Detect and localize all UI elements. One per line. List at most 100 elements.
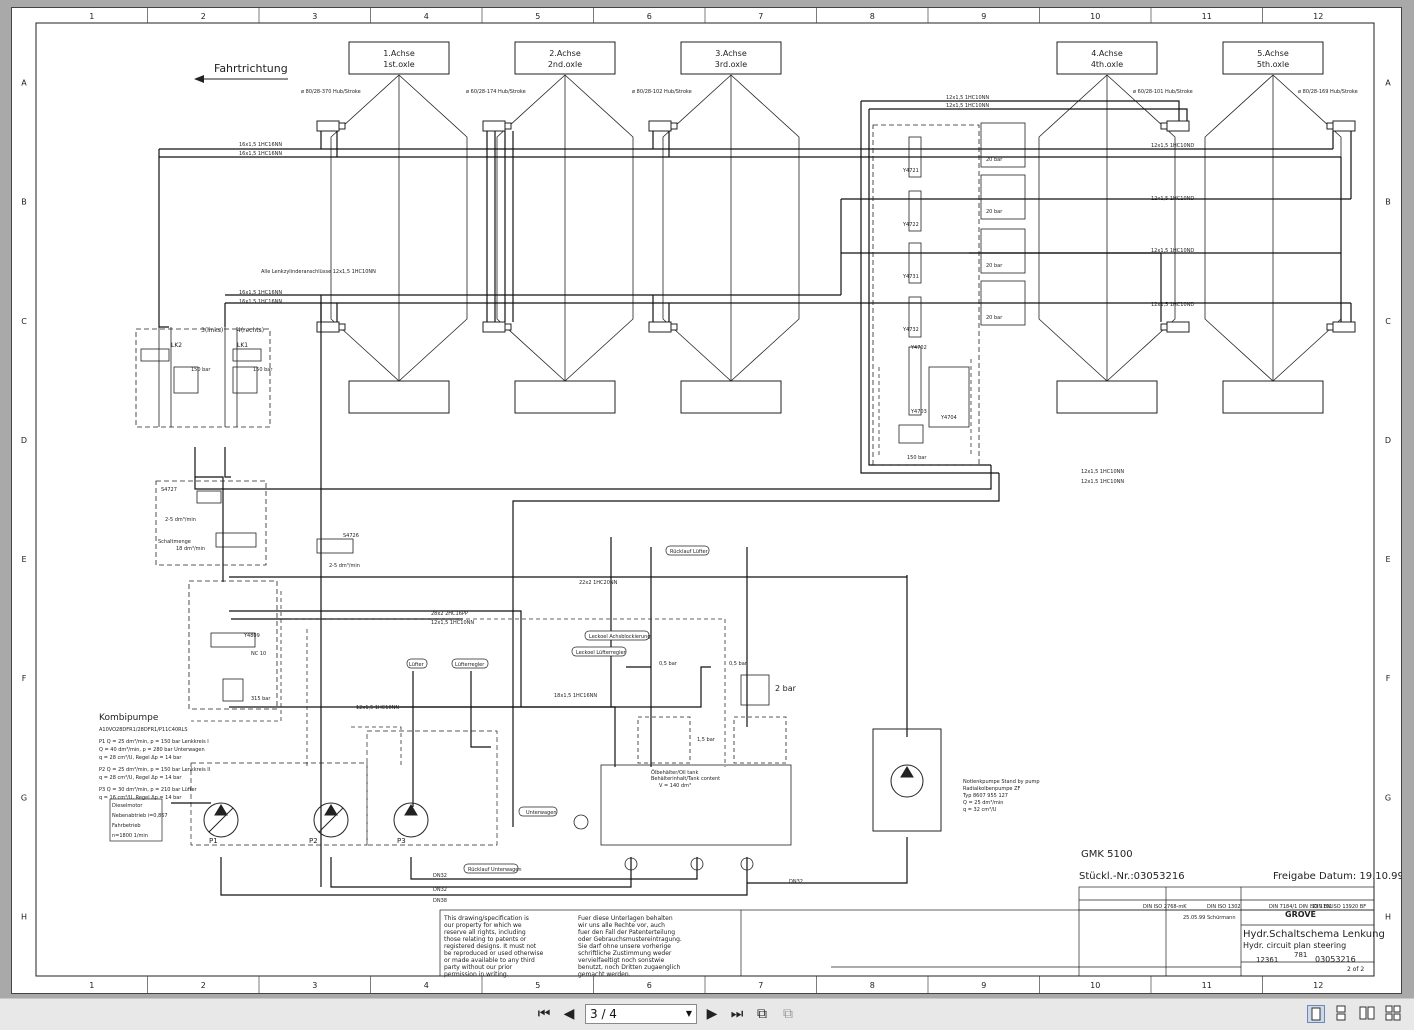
emergency-pump-line: q = 32 cm³/U (963, 807, 997, 813)
drawing-number: 03053216 (1315, 955, 1356, 964)
continuous-view-icon[interactable] (1333, 1005, 1351, 1023)
pump-spec-lines: P1 Q = 25 dm³/min, p = 150 bar Lenkkreis… (99, 739, 210, 801)
all-connections-label: Alle Lenkzylinderanschlüsse 12x1,5 1HC10… (261, 269, 376, 275)
y4731-label: Y4731 (902, 274, 919, 280)
callout-unterwagen: Unterwagen (526, 810, 557, 816)
title-block: GMK 5100 Stückl.-Nr.:03053216 Freigabe D… (439, 849, 1402, 978)
rotate-icon[interactable]: ⧉ (757, 1006, 767, 1022)
page-select[interactable]: 3 / 4 ▼ (585, 1004, 697, 1024)
grid-column-label: 5 (535, 12, 540, 21)
pump-spec-line: q = 28 cm³/U, Regel Δp = 14 bar (99, 755, 182, 761)
s4727-flow: 2-5 dm³/min (165, 517, 196, 523)
title-german: Hydr.Schaltschema Lenkung (1243, 929, 1385, 940)
two-page-continuous-view-icon[interactable] (1385, 1005, 1403, 1023)
diesel-spec-line: Nebenabtrieb i=0,867 (112, 813, 168, 819)
pipe-label-12b: 12x1,5 1HC10NN (431, 620, 474, 626)
pipe-label-16b: 16x1,5 1HC16NN (239, 151, 282, 157)
disclaimer-de-line: Sie darf ohne unsere vorherige (578, 943, 671, 950)
lk2-label: LK2 (171, 342, 182, 349)
axle-2-subtitle: 2nd.oxle (548, 60, 582, 69)
grid-row-label: F (1386, 674, 1391, 683)
filter-pressure: 2 bar (775, 684, 797, 693)
direction-label: Fahrtrichtung (214, 62, 288, 75)
emergency-pump-line: Radialkolbenpumpe ZF (963, 786, 1021, 792)
relief-2: 20 bar (986, 209, 1003, 215)
pipe-label-dn32b: DN32 (433, 887, 447, 893)
grid-column-label: 8 (870, 981, 875, 990)
disclaimer-en-line: registered designs. It must not (444, 943, 537, 950)
relief-3: 20 bar (986, 263, 1003, 269)
pipe-label-12-r2: 12x1,5 1HC10ND (1151, 196, 1194, 202)
grid-column-label: 1 (89, 981, 94, 990)
axle-1: 1.Achse 1st.oxle ø 80/28-370 Hub/Stroke (301, 41, 468, 414)
first-page-icon[interactable]: ⏮ (537, 1006, 551, 1022)
disclaimer-en-line: permission in writing. (444, 971, 509, 978)
grid-column-label: 11 (1202, 981, 1212, 990)
oil-tank: Ölbehälter/Oil tank Behälterinhalt/Tank … (573, 674, 792, 871)
pipe-label-16d: 16x1,5 1HC16NN (239, 299, 282, 305)
page-select-value: 3 / 4 (590, 1007, 617, 1021)
diesel-spec-line: Dieselmotor (112, 803, 143, 809)
y4809-block: Y4809 NC 10 315 bar (188, 580, 278, 710)
standard-3: DIN 7184/1 DIN ISO 1101 (1269, 904, 1332, 910)
grid-row-label: F (22, 674, 27, 683)
callout-leckoel-lufter: Leckoel Lüfterregler (576, 650, 627, 656)
single-page-view-icon[interactable] (1307, 1005, 1325, 1023)
pump-title: Kombipumpe (99, 713, 159, 723)
pump-p1-label: P1 (209, 837, 218, 845)
grid-row-label: B (21, 198, 27, 207)
grid-column-label: 5 (535, 981, 540, 990)
y4704-label: Y4704 (940, 415, 957, 421)
axle-5-title: 5.Achse (1257, 49, 1289, 58)
axle-4-cylinder: ø 60/28-101 Hub/Stroke (1133, 89, 1193, 95)
direction-arrow: Fahrtrichtung (194, 62, 288, 83)
axle-2-cylinder: ø 60/28-174 Hub/Stroke (466, 89, 526, 95)
last-page-icon[interactable]: ⏭ (730, 1006, 744, 1022)
grid-column-label: 7 (758, 981, 763, 990)
emergency-pump: Notlenkpumpe Stand by pumpRadialkolbenpu… (872, 728, 1040, 832)
pipe-label-18: 18x1,5 1HC16NN (554, 693, 597, 699)
grid-row-label: G (1385, 793, 1391, 802)
previous-page-icon[interactable]: ◀ (563, 1006, 575, 1022)
pump-spec-line: P3 Q = 30 dm³/min, p = 210 bar Lüfter (99, 787, 198, 793)
standard-2: DIN ISO 1302 (1207, 904, 1241, 910)
disclaimer-de-line: schriftliche Zustimmung weder (578, 950, 672, 957)
grid-column-label: 3 (312, 981, 317, 990)
disclaimer-de-line: oder Gebrauchsmustereintragung. (578, 936, 682, 943)
disclaimer-de-line: fuer den Fall der Patenterteilung (578, 929, 675, 936)
lk-valve-block (135, 327, 271, 428)
next-page-icon[interactable]: ▶ (706, 1006, 718, 1022)
s4726-flow: 2-5 dm³/min (329, 563, 360, 569)
standard-1: DIN ISO 2768-mK (1143, 904, 1187, 910)
axle-2: 2.Achse 2nd.oxle ø 60/28-174 Hub/Stroke (466, 41, 634, 414)
grid-column-label: 10 (1090, 981, 1100, 990)
pipe-label-16a: 16x1,5 1HC16NN (239, 142, 282, 148)
machine-model: GMK 5100 (1081, 849, 1133, 860)
title-english: Hydr. circuit plan steering (1243, 941, 1346, 950)
pump-spec-line: P1 Q = 25 dm³/min, p = 150 bar Lenkkreis… (99, 739, 209, 745)
disclaimer-en-line: our property for which we (444, 922, 522, 929)
two-page-view-icon[interactable] (1359, 1005, 1377, 1023)
rechts-label: 4(rechts) (237, 327, 264, 334)
disclaimer-de-line: vervielfaeltigt noch sonstwie (578, 957, 665, 964)
pipe-label-16c: 16x1,5 1HC16NN (239, 290, 282, 296)
pipe-label-dn32c: DN32 (789, 879, 803, 885)
tank-label-1: Ölbehälter/Oil tank (651, 769, 698, 776)
block-pressure: 150 bar (907, 455, 927, 461)
pipe-label-12c: 12x1,5 1HC10NN (356, 705, 399, 711)
y4721-label: Y4721 (902, 168, 919, 174)
pipe-label-12-r3: 12x1,5 1HC10ND (1151, 248, 1194, 254)
pipework (158, 100, 1352, 896)
tank-label-3: V = 140 dm³ (659, 783, 691, 789)
pump-spec-line: P2 Q = 25 dm³/min, p = 150 bar Lenkkreis… (99, 767, 210, 773)
axle-2-title: 2.Achse (549, 49, 581, 58)
copy-icon[interactable]: ⧉ (783, 1006, 793, 1022)
y4809-label: Y4809 (243, 633, 260, 639)
axle-5-cylinder: ø 80/28-169 Hub/Stroke (1298, 89, 1358, 95)
axle-3: 3.Achse 3rd.oxle ø 80/28-102 Hub/Stroke (632, 41, 800, 414)
